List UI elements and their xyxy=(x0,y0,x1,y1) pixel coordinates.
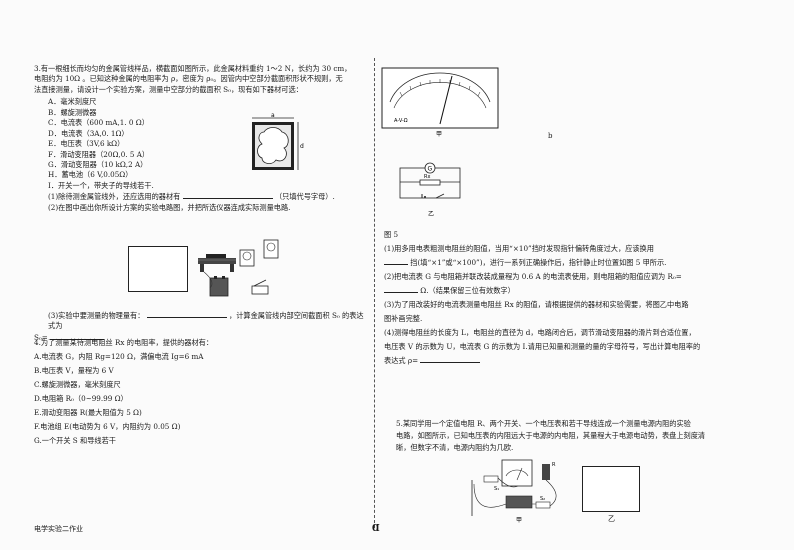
q5-block: 5.某同学用一个定值电阻 R、两个开关、一个电压表和若干导线连成一个测量电源内阻… xyxy=(396,418,766,455)
q3-part1-text: (1)除待测金属管线外，还应选用的器材有 xyxy=(48,192,181,202)
column-divider xyxy=(374,58,375,528)
q3-part1-blank[interactable] xyxy=(182,191,273,200)
fig-label-a: a xyxy=(271,112,275,119)
multimeter-dial-figure: A-V-Ω 甲 xyxy=(381,67,499,138)
q3-option-c: C．电流表（600 mA,1. 0 Ω） xyxy=(48,118,149,128)
q4-p1-line1: (1)用多用电表粗测电阻丝的阻值，当用“×10”挡时发现指针偏转角度过大，应该换… xyxy=(384,244,654,254)
q3-option-i: I．开关一个，带夹子的导线若干. xyxy=(48,180,154,190)
q4-item-d: D.电阻箱 R₀（0~99.99 Ω） xyxy=(34,394,128,404)
q3-option-e: E．电压表（3V,6 kΩ） xyxy=(48,139,125,149)
q5-R-label: R xyxy=(552,462,556,468)
q5-circuit-drawing-box[interactable] xyxy=(582,466,640,512)
fig-label-d: d xyxy=(300,143,304,150)
fig-b-label: b xyxy=(548,132,553,140)
q3-part3-blank1[interactable] xyxy=(146,310,227,318)
q3-s0-label: S₀= xyxy=(34,332,48,342)
q5-stem-line1: 5.某同学用一个定值电阻 R、两个开关、一个电压表和若干导线连成一个测量电源内阻… xyxy=(396,419,691,428)
q3-part3-line1: (3)实验中要测量的物理量有： ，计算金属管线内部空间截面积 S₀ 的表达式为 xyxy=(34,310,366,332)
circuit-diagram-yi: G Rx 乙 xyxy=(399,162,461,218)
footer-title: 电学实验二作业 xyxy=(34,525,83,533)
page-mark: Ɑ xyxy=(372,524,380,534)
q4-p2-blank[interactable] xyxy=(384,285,418,294)
q5-stem-line3: 晰，但数字不清，电源内阻约为几欧. xyxy=(396,443,514,453)
q5-stem-line2: 电路，如图所示，已知电压表的内阻远大于电源的内电阻，其量程大于电源电动势，表盘上… xyxy=(396,431,706,441)
q3-options: A．毫米刻度尺 B．螺旋测微器 C．电流表（600 mA,1. 0 Ω） D．电… xyxy=(34,95,366,191)
q3-option-f: F．滑动变阻器（20Ω,0. 5 A） xyxy=(48,149,150,159)
q4-item-b: B.电压表 V，量程为 6 V xyxy=(34,366,114,376)
q4-item-f: F.电池组 E(电动势为 6 V，内阻约为 0.05 Ω) xyxy=(34,422,181,432)
q3-stem-line1: 3.有一根细长而均匀的金属管线样品，横截面如图所示，此金属材料重约 1～2 N，… xyxy=(34,64,352,73)
q4-p1-line2: 挡(填“×1”或“×100”)，进行一系列正确操作后，指针静止时位置如图 5 甲… xyxy=(384,256,764,270)
q4-item-g: G.一个开关 S 和导线若干 xyxy=(34,436,116,446)
q3-part3: (3)实验中要测量的物理量有： ，计算金属管线内部空间截面积 S₀ 的表达式为 … xyxy=(34,310,366,343)
q4-item-e: E.滑动变阻器 R(最大阻值为 5 Ω) xyxy=(34,408,142,418)
fig-label-Rx: Rx xyxy=(424,174,430,180)
q3-s0-blank[interactable] xyxy=(50,332,105,340)
q4-item-c: C.螺旋测微器，毫米刻度尺 xyxy=(34,380,121,390)
q5-S1-label: S₁ xyxy=(494,486,499,492)
meter-label: A-V-Ω xyxy=(394,118,408,124)
q3-part3-line2: S₀= xyxy=(34,332,366,343)
q4-p4-line1: (4)测得电阻丝的长度为 L，电阻丝的直径为 d，电路闭合后，调节滑动变阻器的滑… xyxy=(384,328,696,338)
q3-part1-suffix: （只填代号字母）. xyxy=(274,192,335,202)
q4-p1-blank[interactable] xyxy=(384,257,408,266)
q4-item-a: A.电流表 G，内阻 Rg=120 Ω，满偏电流 Ig=6 mA xyxy=(34,352,204,362)
left-column: 3.有一根细长而均匀的金属管线样品，横截面如图所示，此金属材料重约 1～2 N，… xyxy=(34,64,366,213)
q3-stem-line2: 电阻约为 10Ω 。已知这种金属的电阻率为 ρ，密度为 ρ₀。因管内中空部分截面… xyxy=(34,74,343,84)
q3-option-g: G．滑动变阻器（10 kΩ,2 A） xyxy=(48,159,148,169)
fig-jia-label: 甲 xyxy=(436,131,442,138)
q3-option-d: D．电流表（3A,0. 1Ω） xyxy=(48,128,129,138)
q3-option-a: A．毫米刻度尺 xyxy=(48,97,97,107)
q3-part3-text: (3)实验中要测量的物理量有： xyxy=(48,311,145,320)
q3-part1: (1)除待测金属管线外，还应选用的器材有 （只填代号字母）. xyxy=(34,191,366,202)
q3-part3-text2: ，计算金属管线内部空间截面积 S₀ 的表达式为 xyxy=(48,311,364,331)
q3-option-b: B．螺旋测微器 xyxy=(48,107,97,117)
q4-p2-line1: (2)把电流表 G 与电阻箱并联改装成量程为 0.6 A 的电流表使用，则电阻箱… xyxy=(384,272,682,282)
fig5-label: 图 5 xyxy=(384,230,399,239)
q5-fig-jia-label: 甲 xyxy=(516,517,522,524)
pipe-cross-section-figure: a d xyxy=(252,112,304,170)
q5-S2-label: S₂ xyxy=(540,496,545,502)
q4-stem: 4.为了测量某待测电阻丝 Rx 的电阻率，提供的器材有： xyxy=(34,338,214,347)
q3-circuit-drawing-box[interactable] xyxy=(128,246,188,292)
q3-apparatus-figure xyxy=(198,239,279,297)
fig-yi-label: 乙 xyxy=(428,211,434,218)
q4-p2-line2: Ω.（结果保留三位有效数字） xyxy=(384,284,764,298)
q4-block: 4.为了测量某待测电阻丝 Rx 的电阻率，提供的器材有： A.电流表 G，内阻 … xyxy=(34,336,366,448)
q3-stem-line3: 法直接测量，请设计一个实验方案，测量中空部分的截面积 S₀，现有如下器材可选： xyxy=(34,84,303,94)
q4-p1-text: 挡(填“×1”或“×100”)，进行一系列正确操作后，指针静止时位置如图 5 甲… xyxy=(410,258,667,268)
q4-p3-line1: (3)为了用改装好的电流表测量电阻丝 Rx 的阻值，请根据提供的器材和实验需要，… xyxy=(384,300,689,310)
q4-p3-line2: 图补画完整. xyxy=(384,314,423,324)
fig-label-G: G xyxy=(428,166,433,173)
q3-option-h: H．蓄电池（6 V,0.05Ω） xyxy=(48,170,133,180)
q4-p2-text: Ω.（结果保留三位有效数字） xyxy=(420,286,515,296)
q4-p4-line2: 电压表 V 的示数为 U，电流表 G 的示数为 I.请用已知量和测量的量的字母符… xyxy=(384,342,701,352)
q5-apparatus-figure: R S₁ S₂ 甲 xyxy=(471,459,557,524)
q3-part2: (2)在图中画出你所设计方案的实验电路图，并把所选仪器连成实际测量电路. xyxy=(48,202,291,212)
q4-p4-text: 表达式 ρ= xyxy=(384,356,419,366)
q4-p4-blank[interactable] xyxy=(420,355,481,364)
right-column: 图 5 (1)用多用电表粗测电阻丝的阻值，当用“×10”挡时发现指针偏转角度过大… xyxy=(384,228,764,368)
q5-fig-yi-label: 乙 xyxy=(608,515,615,523)
q4-p4-line3: 表达式 ρ= xyxy=(384,354,764,368)
